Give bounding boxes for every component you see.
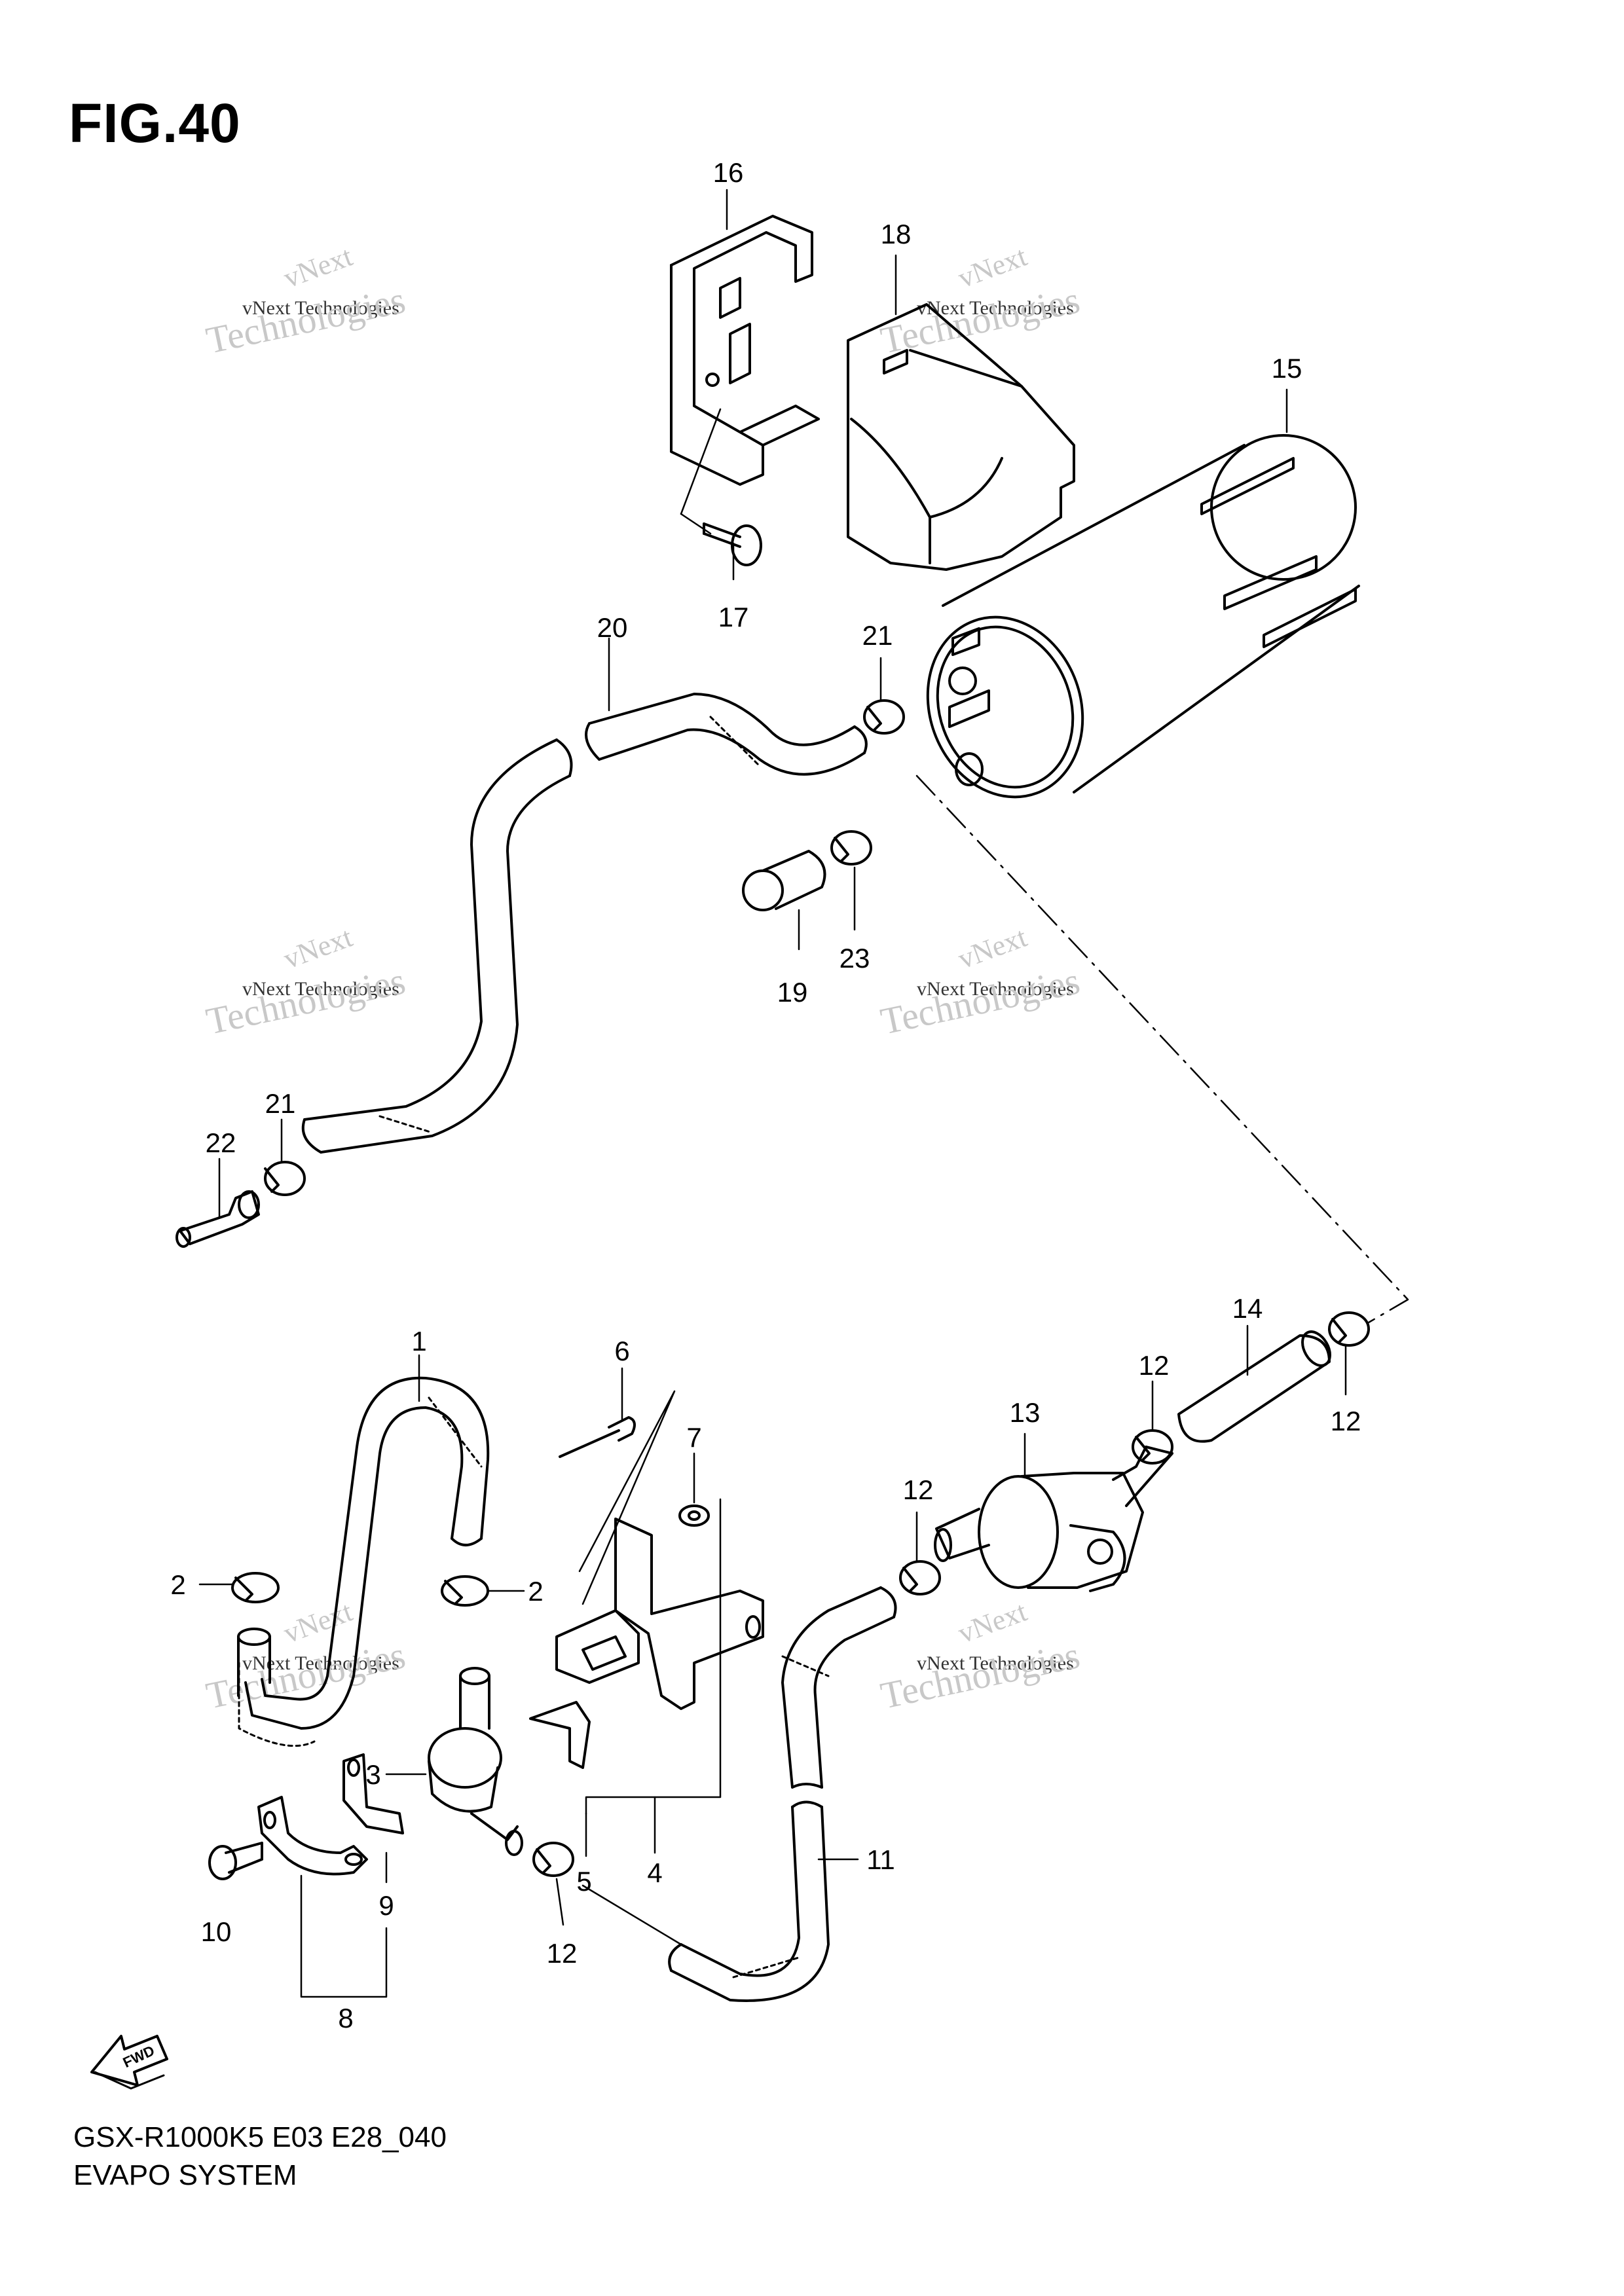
watermark-vnext: vNext [954,921,1031,975]
callout-9: 9 [378,1890,394,1921]
watermark-technologies: Technologies [202,959,409,1043]
watermark-vnext-technologies: vNext Technologies [242,297,399,319]
callout-10: 10 [201,1916,232,1947]
callout-8: 8 [338,2003,353,2033]
watermark-vnext-technologies: vNext Technologies [917,297,1074,319]
part-1-hose [237,1376,490,1747]
callout-21-lower: 21 [265,1088,296,1119]
callout-numbers: 16 18 15 17 20 21 19 23 21 22 1 6 7 2 2 … [170,157,1361,2033]
part-21-clamp-lower [264,1161,306,1196]
watermark-vnext: vNext [280,1595,357,1650]
leader-12-lower [581,1884,682,1946]
callout-17: 17 [718,602,749,632]
watermark-vnext: vNext [954,1595,1031,1650]
part-17-screw [680,408,762,566]
watermarks: vNext vNext Technologies Technologies vN… [202,240,1083,1717]
watermark-technologies: Technologies [877,959,1083,1043]
callout-20: 20 [597,612,628,643]
callout-12-lower: 12 [547,1938,578,1969]
part-21-clamp-upper [863,699,905,735]
callout-14: 14 [1232,1293,1263,1324]
callout-16: 16 [713,157,744,188]
bracket-grouping-8-lines [300,1851,388,1998]
part-6-rivet [559,1416,636,1458]
figure-title: FIG.40 [69,92,241,154]
part-19-cap [742,850,826,911]
part-13-valve [934,1446,1173,1592]
part-11-hose [668,1586,897,2002]
callout-12-middle: 12 [1139,1350,1170,1381]
watermark-technologies: Technologies [877,1633,1083,1717]
bracket-grouping-lines [578,1390,722,1854]
part-9-clamp [342,1753,404,1834]
callout-18: 18 [881,219,912,249]
callout-2-right: 2 [528,1576,543,1607]
part-22-joint [175,1190,260,1248]
part-4-bracket [529,1518,764,1769]
callout-4: 4 [647,1857,662,1888]
part-14-hose [1177,1330,1331,1443]
footer-name: EVAPO SYSTEM [73,2159,297,2191]
watermark-vnext-technologies: vNext Technologies [242,978,399,1000]
part-3-valve [428,1667,523,1856]
watermark-vnext-technologies: vNext Technologies [242,1652,399,1674]
watermark-vnext: vNext [280,921,357,975]
callout-22: 22 [206,1127,236,1158]
part-2-clamp-right [441,1575,489,1607]
part-8-clamp [257,1796,368,1876]
watermark-technologies: Technologies [202,278,409,362]
callout-2-left: 2 [170,1569,185,1600]
callout-leaders [198,189,1347,1926]
callout-19: 19 [777,977,808,1008]
watermark-vnext-technologies: vNext Technologies [917,978,1074,1000]
watermark-vnext: vNext [954,240,1031,295]
callout-1: 1 [411,1326,426,1357]
leader-canister-to-joint [915,774,1409,1324]
part-7-washer [678,1504,710,1527]
part-10-screw [208,1842,263,1880]
watermark-technologies: Technologies [202,1633,409,1717]
callout-21-upper: 21 [862,620,893,651]
part-16-bracket [670,215,820,486]
part-20-hose [301,693,868,1154]
watermark-vnext-technologies: vNext Technologies [917,1652,1074,1674]
part-12-clamp-valve [899,1560,941,1595]
part-12-clamp-lower [532,1842,574,1877]
fwd-arrow-icon: FWD [90,2035,168,2090]
part-2-clamp-left [231,1572,280,1603]
callout-12-valve: 12 [903,1474,934,1505]
callout-23: 23 [840,943,870,974]
footer-code: GSX-R1000K5 E03 E28_040 [73,2121,447,2153]
callout-13: 13 [1010,1397,1041,1428]
callout-15: 15 [1272,353,1302,384]
callout-12-right: 12 [1331,1406,1361,1436]
part-18-holder [847,303,1075,571]
callout-5: 5 [576,1866,591,1897]
part-15-canister [926,434,1360,799]
part-23-clamp [830,830,872,866]
callout-7: 7 [686,1422,701,1453]
watermark-vnext: vNext [280,240,357,295]
part-12-clamp-right [1328,1311,1370,1347]
callout-3: 3 [365,1759,380,1790]
callout-11: 11 [866,1844,895,1875]
callout-6: 6 [614,1336,629,1366]
